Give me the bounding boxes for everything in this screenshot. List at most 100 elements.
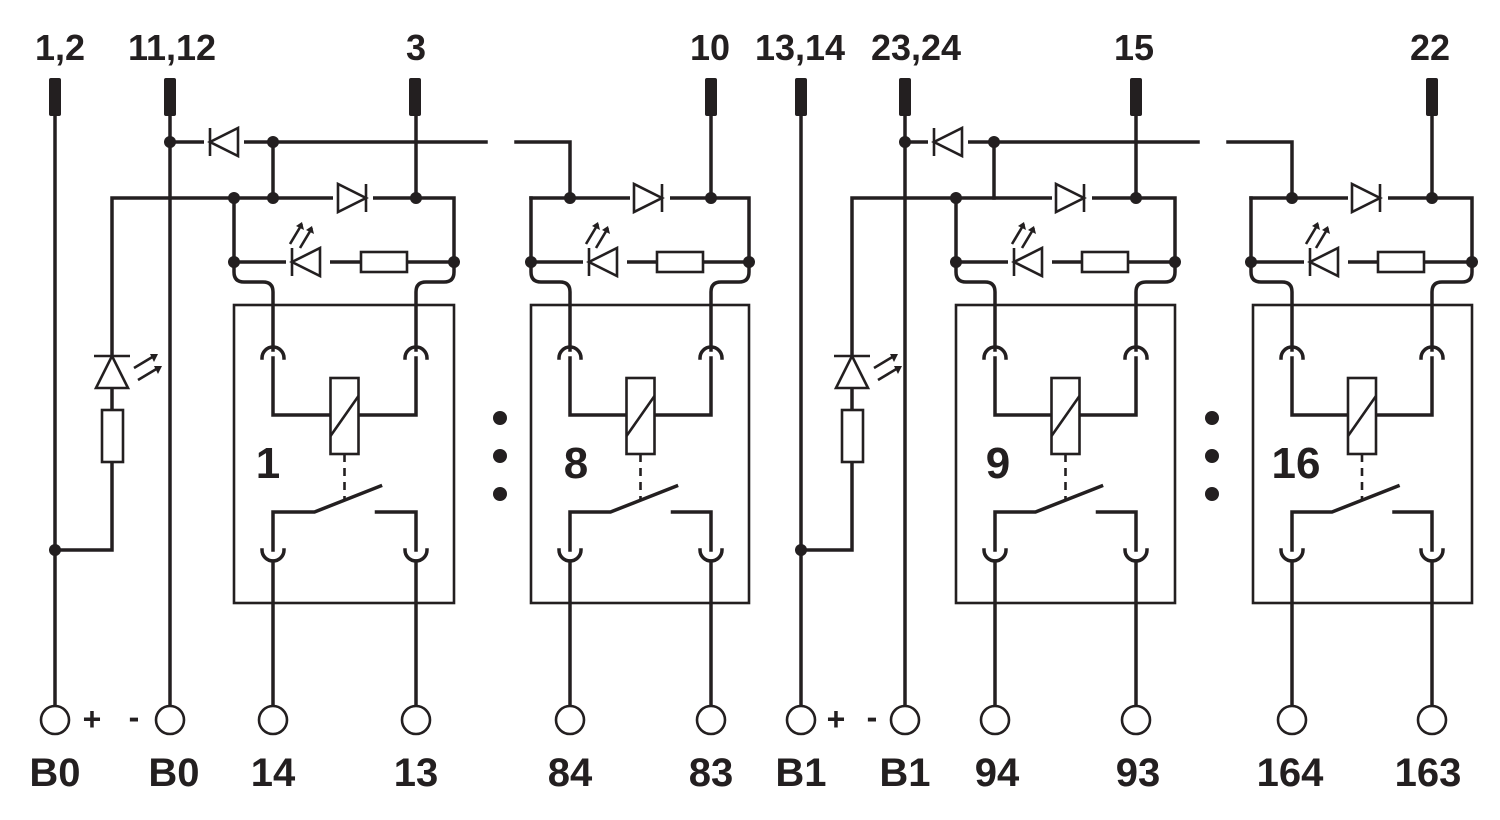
top-terminal-block bbox=[164, 78, 176, 116]
channel-labels: 1 8 9 16 bbox=[256, 439, 1321, 488]
relay-coil-icon bbox=[329, 376, 360, 456]
bottom-terminal-circle bbox=[257, 704, 289, 736]
bottom-terminal-circle bbox=[400, 704, 432, 736]
bottom-terminal-circle bbox=[889, 704, 921, 736]
relay-channel bbox=[1251, 303, 1474, 708]
top-terminal-block bbox=[899, 78, 911, 116]
polarity-plus-b1: + bbox=[827, 701, 846, 737]
relay-coil-icon bbox=[1050, 376, 1081, 456]
relay-coil-icon bbox=[1346, 376, 1378, 456]
channel-label-16: 16 bbox=[1272, 439, 1321, 488]
resistor-icon bbox=[359, 250, 409, 274]
bottom-terminal-circle bbox=[979, 704, 1011, 736]
diodes bbox=[204, 125, 1388, 215]
junction-dot bbox=[1130, 192, 1142, 204]
top-terminal-label-15: 15 bbox=[1114, 27, 1154, 68]
relay-contact-icon bbox=[568, 483, 713, 552]
channel-leds bbox=[286, 222, 1426, 279]
junction-dot bbox=[228, 192, 240, 204]
top-terminal-label-3: 3 bbox=[406, 27, 426, 68]
diode-icon bbox=[1052, 181, 1092, 215]
bottom-terminal-label-84: 84 bbox=[548, 751, 593, 795]
led-icon bbox=[1008, 222, 1052, 279]
polarity-minus-b1: - bbox=[867, 699, 878, 735]
relay-housing bbox=[1251, 303, 1474, 605]
top-terminal-block bbox=[795, 78, 807, 116]
junction-dot bbox=[1426, 192, 1438, 204]
bottom-terminal-label-83: 83 bbox=[689, 751, 734, 795]
power-led-icon bbox=[833, 353, 902, 390]
relay-boxes bbox=[232, 303, 1474, 708]
junction-dot bbox=[164, 136, 176, 148]
junction-dots bbox=[49, 136, 1478, 556]
junction-dot bbox=[705, 192, 717, 204]
diode-icon bbox=[1348, 181, 1388, 215]
junction-dot bbox=[228, 256, 240, 268]
bottom-terminal-label-94: 94 bbox=[975, 751, 1020, 795]
relay-housing bbox=[954, 303, 1177, 605]
led-icon bbox=[1304, 222, 1348, 279]
junction-dot bbox=[988, 136, 1000, 148]
resistor-icon bbox=[1376, 250, 1426, 274]
resistor-icon bbox=[840, 408, 865, 464]
resistor-icon bbox=[655, 250, 705, 274]
top-terminal-block bbox=[409, 78, 421, 116]
junction-dot bbox=[743, 256, 755, 268]
relay-housing bbox=[529, 303, 751, 605]
bottom-terminal-circle bbox=[785, 704, 817, 736]
top-terminal-label-23-24: 23,24 bbox=[871, 27, 961, 68]
diode-icon bbox=[928, 125, 968, 159]
junction-dot bbox=[1286, 192, 1298, 204]
top-terminal-block bbox=[1426, 78, 1438, 116]
relay-contact-icon bbox=[1290, 483, 1434, 552]
top-terminal-label-1-2: 1,2 bbox=[35, 27, 85, 68]
junction-dot bbox=[1169, 256, 1181, 268]
bottom-terminal-circle bbox=[554, 704, 586, 736]
resistor-icon bbox=[100, 408, 125, 464]
power-leds bbox=[93, 353, 902, 464]
channel-label-1: 1 bbox=[256, 439, 280, 488]
bottom-terminal-circle bbox=[695, 704, 727, 736]
top-terminal-block bbox=[49, 78, 61, 116]
relay-contact-icon bbox=[271, 483, 418, 552]
bottom-terminal-label-b1-plus: B1 bbox=[775, 751, 826, 795]
junction-dot bbox=[448, 256, 460, 268]
junction-dot bbox=[267, 136, 279, 148]
polarity-minus-b0: - bbox=[129, 699, 140, 735]
junction-dot bbox=[1245, 256, 1257, 268]
junction-dot bbox=[267, 192, 279, 204]
top-terminal-block bbox=[1130, 78, 1142, 116]
junction-dot bbox=[564, 192, 576, 204]
top-terminal-label-10: 10 bbox=[690, 27, 730, 68]
bottom-terminal-circle bbox=[154, 704, 186, 736]
top-terminal-labels: 1,2 11,12 3 10 13,14 23,24 15 22 bbox=[35, 27, 1450, 68]
bottom-terminal-label-b0-plus: B0 bbox=[29, 751, 80, 795]
channel-label-9: 9 bbox=[986, 439, 1010, 488]
polarity-signs: + - + - bbox=[83, 699, 878, 737]
top-terminal-block bbox=[705, 78, 717, 116]
bottom-terminal-labels: B0 B0 14 13 84 83 B1 B1 94 93 164 163 bbox=[29, 751, 1461, 795]
bottom-terminal-label-13: 13 bbox=[394, 751, 439, 795]
bottom-terminal-circle bbox=[1416, 704, 1448, 736]
diode-icon bbox=[630, 181, 670, 215]
bottom-terminal-label-164: 164 bbox=[1257, 751, 1324, 795]
bottom-terminal-circle bbox=[1120, 704, 1152, 736]
relay-channel bbox=[529, 303, 751, 708]
junction-dot bbox=[899, 136, 911, 148]
group-b1-wiring bbox=[799, 114, 1474, 708]
resistor-icon bbox=[1080, 250, 1130, 274]
power-led-icon bbox=[93, 353, 162, 390]
relay-channel bbox=[232, 303, 456, 708]
bottom-terminal-label-14: 14 bbox=[251, 751, 296, 795]
bottom-terminal-circle bbox=[1276, 704, 1308, 736]
relay-housing bbox=[232, 303, 456, 605]
led-icon bbox=[286, 222, 330, 279]
top-terminal-blocks bbox=[49, 78, 1438, 116]
junction-dot bbox=[795, 544, 807, 556]
top-terminal-label-13-14: 13,14 bbox=[755, 27, 845, 68]
polarity-plus-b0: + bbox=[83, 701, 102, 737]
top-terminal-label-11-12: 11,12 bbox=[128, 27, 216, 68]
bottom-terminals bbox=[39, 704, 1448, 736]
diode-icon bbox=[333, 181, 373, 215]
